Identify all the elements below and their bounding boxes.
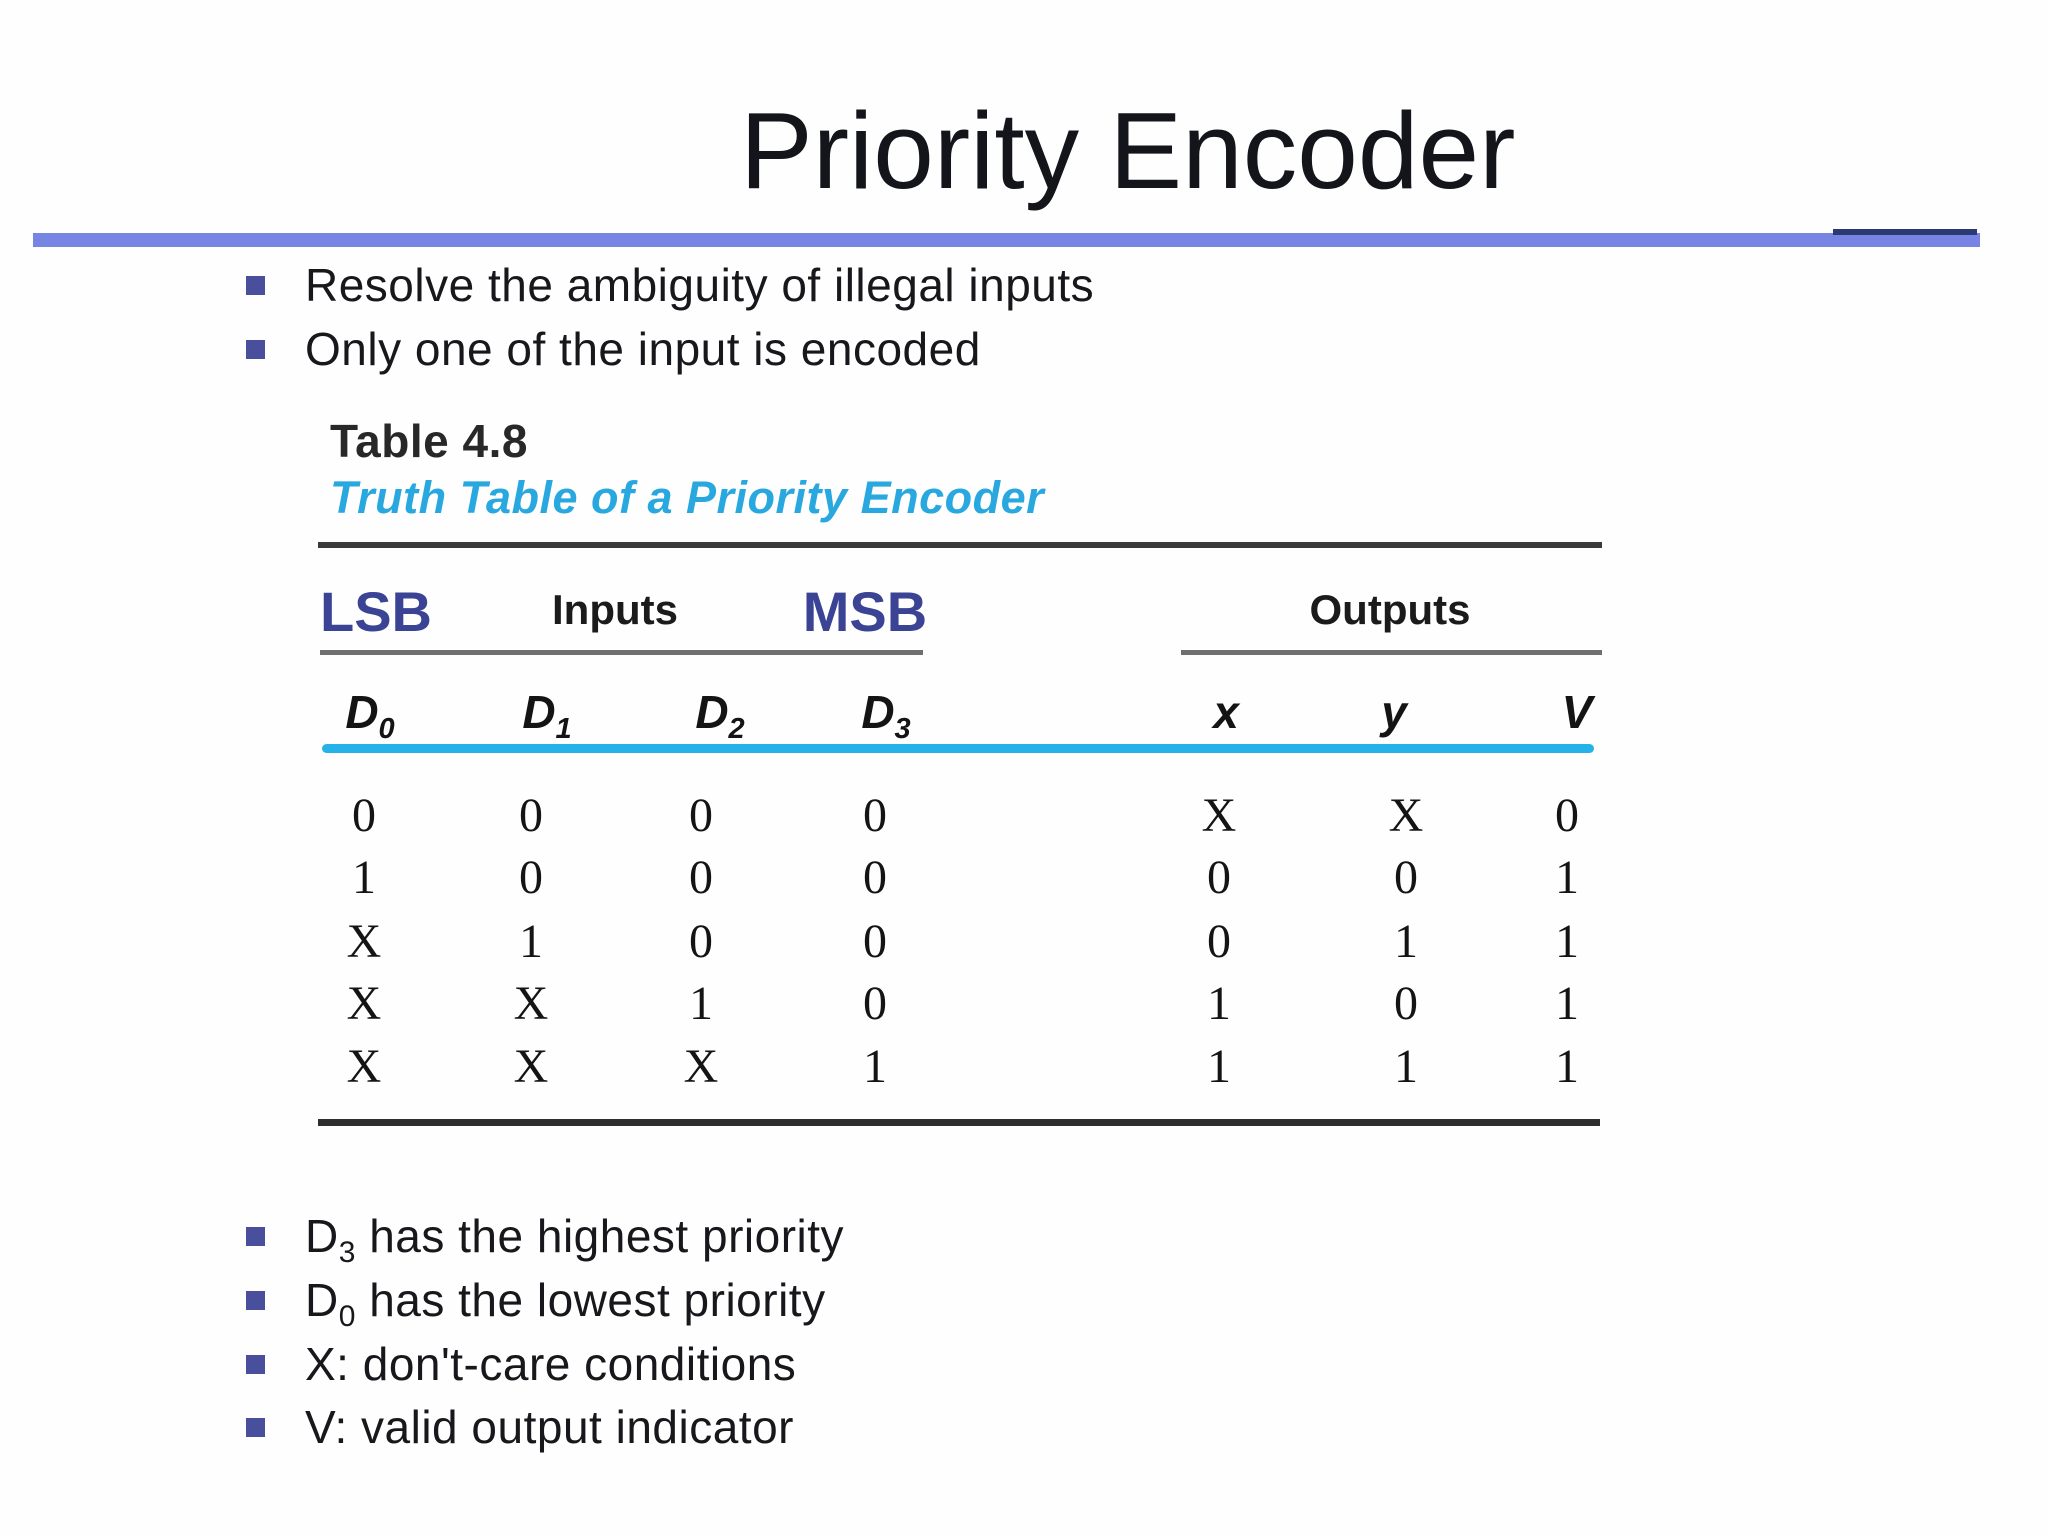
square-bullet-icon [246, 1354, 265, 1374]
table-label: Table 4.8 [330, 415, 528, 467]
table-cell: 0 [519, 789, 543, 842]
table-cell: 0 [863, 915, 887, 968]
table-cell: 1 [519, 915, 543, 968]
table-cell: X [346, 977, 382, 1030]
table-cell: 1 [1555, 1040, 1579, 1093]
table-cell: 1 [1207, 977, 1231, 1030]
title-underline-accent [1833, 229, 1977, 235]
page-title: Priority Encoder [740, 90, 1516, 212]
column-header: D2 [695, 686, 745, 746]
table-cell: 0 [519, 851, 543, 904]
table-cell: 0 [689, 915, 713, 968]
table-top-rule [318, 542, 1602, 548]
outputs-group-rule [1181, 650, 1602, 655]
table-caption: Truth Table of a Priority Encoder [330, 472, 1045, 523]
table-cell: X [1201, 789, 1237, 842]
table-cyan-rule [322, 744, 1594, 753]
table-cell: X [513, 977, 549, 1030]
table-row: X 1 0 0 0 1 1 [318, 910, 1602, 974]
column-header: y [1381, 686, 1407, 738]
table-cell: 0 [1207, 915, 1231, 968]
bullet-text: D0 has the lowest priority [305, 1274, 826, 1334]
table-cell: 1 [1555, 915, 1579, 968]
table-cell: 0 [1555, 789, 1579, 842]
table-cell: 0 [863, 789, 887, 842]
group-label-inputs: Inputs [552, 586, 678, 633]
table-cell: 0 [1394, 977, 1418, 1030]
table-cell: 1 [1555, 977, 1579, 1030]
table-cell: X [346, 1040, 382, 1093]
bullet-bottom-item: D0 has the lowest priority [246, 1269, 826, 1334]
group-label-lsb: LSB [320, 580, 432, 643]
bullet-text: D3 has the highest priority [305, 1210, 845, 1270]
bullet-top-item: Only one of the input is encoded [246, 318, 981, 380]
table-cell: 0 [863, 851, 887, 904]
table-cell: X [513, 1040, 549, 1093]
table-group-header-row: LSB Inputs MSB Outputs [318, 574, 1602, 640]
square-bullet-icon [246, 339, 265, 359]
table-cell: X [1388, 789, 1424, 842]
bullet-top-item: Resolve the ambiguity of illegal inputs [246, 254, 1094, 316]
table-cell: 0 [689, 789, 713, 842]
table-cell: 1 [1394, 915, 1418, 968]
square-bullet-icon [246, 1290, 265, 1310]
square-bullet-icon [246, 1417, 265, 1437]
table-cell: X [683, 1040, 719, 1093]
table-cell: 0 [1207, 851, 1231, 904]
table-row: X X X 1 1 1 1 [318, 1035, 1602, 1099]
table-cell: 1 [689, 977, 713, 1030]
square-bullet-icon [246, 1226, 265, 1246]
table-cell: 0 [1394, 851, 1418, 904]
bullet-bottom-item: X: don't-care conditions [246, 1333, 796, 1395]
square-bullet-icon [246, 275, 265, 295]
title-underline-bar [33, 233, 1980, 247]
bullet-text: Resolve the ambiguity of illegal inputs [305, 259, 1095, 311]
table-cell: 1 [863, 1040, 887, 1093]
bullet-bottom-item: V: valid output indicator [246, 1396, 794, 1458]
table-cell: 1 [1555, 851, 1579, 904]
bullet-bottom-item: D3 has the highest priority [246, 1205, 845, 1270]
table-row: 0 0 0 0 X X 0 [318, 784, 1602, 848]
column-header: x [1213, 686, 1239, 738]
column-header: V [1561, 686, 1593, 738]
table-cell: 0 [689, 851, 713, 904]
bullet-text: X: don't-care conditions [305, 1338, 797, 1390]
column-header: D3 [861, 686, 911, 746]
group-label-msb: MSB [802, 580, 928, 643]
table-bottom-rule [318, 1119, 1600, 1126]
table-cell: 1 [1394, 1040, 1418, 1093]
table-row: 1 0 0 0 0 0 1 [318, 846, 1602, 910]
table-cell: 0 [352, 789, 376, 842]
group-label-outputs: Outputs [1309, 586, 1471, 633]
column-header: D1 [522, 686, 572, 746]
table-cell: 1 [352, 851, 376, 904]
table-cell: 1 [1207, 1040, 1231, 1093]
table-column-header-row: D0 D1 D2 D3 x y V [318, 680, 1602, 744]
table-cell: X [346, 915, 382, 968]
bullet-text: V: valid output indicator [305, 1401, 794, 1453]
column-header: D0 [345, 686, 395, 746]
inputs-group-rule [320, 650, 923, 655]
table-row: X X 1 0 1 0 1 [318, 972, 1602, 1036]
table-cell: 0 [863, 977, 887, 1030]
bullet-text: Only one of the input is encoded [305, 323, 981, 375]
